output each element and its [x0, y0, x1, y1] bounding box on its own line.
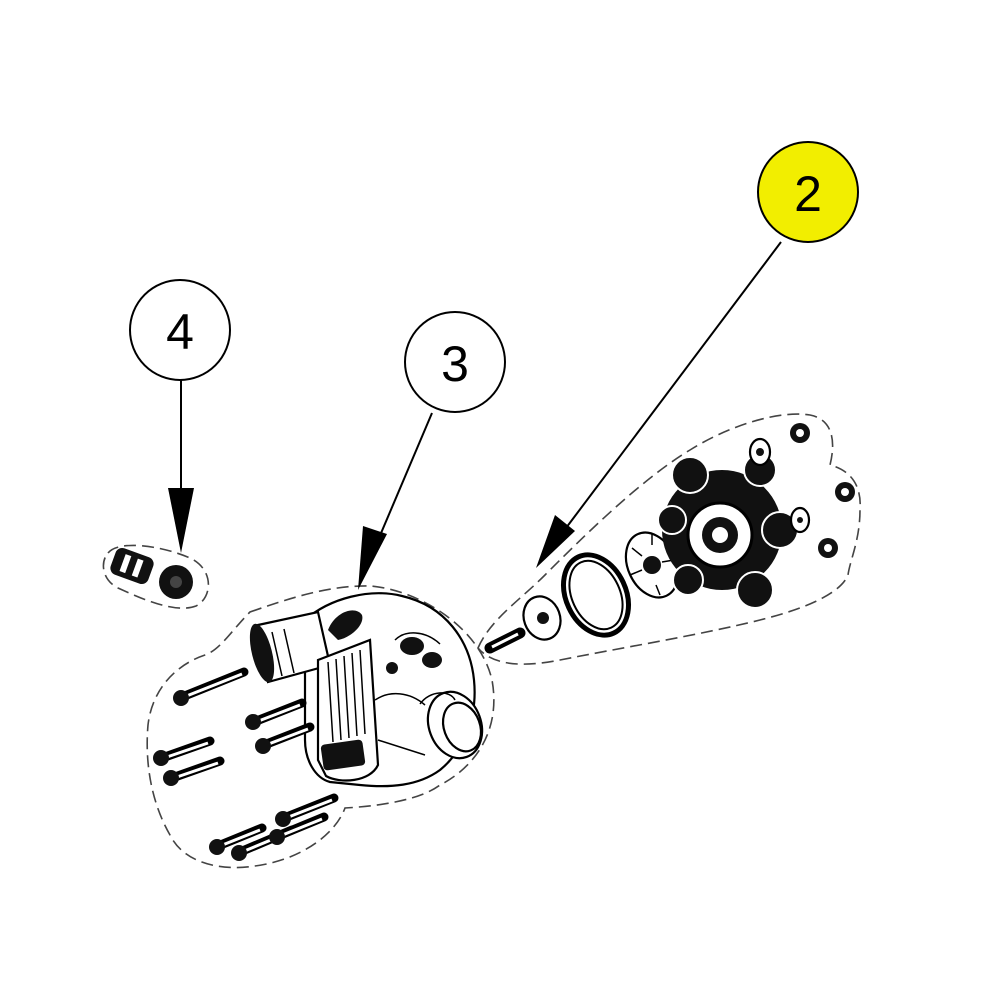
callout-number: 4	[166, 304, 194, 360]
part-group-3-outline	[146, 585, 495, 869]
screw	[269, 812, 329, 845]
fitting-part	[110, 547, 154, 585]
leader-line-2	[536, 241, 782, 568]
callout-number: 3	[441, 336, 469, 392]
screws	[153, 667, 339, 861]
part-group-2[interactable]	[477, 413, 861, 665]
screw	[153, 736, 215, 766]
part-group-2-outline	[477, 413, 861, 665]
valve-body	[249, 592, 484, 788]
callout-balloon-4[interactable]: 4	[129, 279, 231, 381]
callout-balloon-2[interactable]: 2	[757, 141, 859, 243]
leader-line-4	[168, 380, 194, 553]
callout-balloon-3[interactable]: 3	[404, 311, 506, 413]
screw	[209, 823, 267, 855]
screw	[245, 698, 307, 730]
part-group-3[interactable]	[146, 585, 495, 869]
part-group-4[interactable]	[102, 544, 210, 609]
o-ring	[561, 552, 631, 638]
screw	[173, 667, 249, 706]
leader-line-3	[358, 412, 433, 590]
part-group-4-outline	[102, 544, 210, 609]
small-bolt	[484, 627, 526, 654]
screw	[255, 722, 315, 754]
callout-number: 2	[794, 166, 822, 222]
retainer-clips	[748, 423, 855, 558]
callout-circle	[129, 279, 231, 381]
callout-circle	[404, 311, 506, 413]
piston-cluster	[657, 453, 799, 609]
screw	[163, 756, 225, 786]
callout-circle-highlighted	[757, 141, 859, 243]
screw	[275, 793, 339, 827]
nut-part	[159, 565, 193, 599]
washer-disc	[522, 595, 562, 641]
